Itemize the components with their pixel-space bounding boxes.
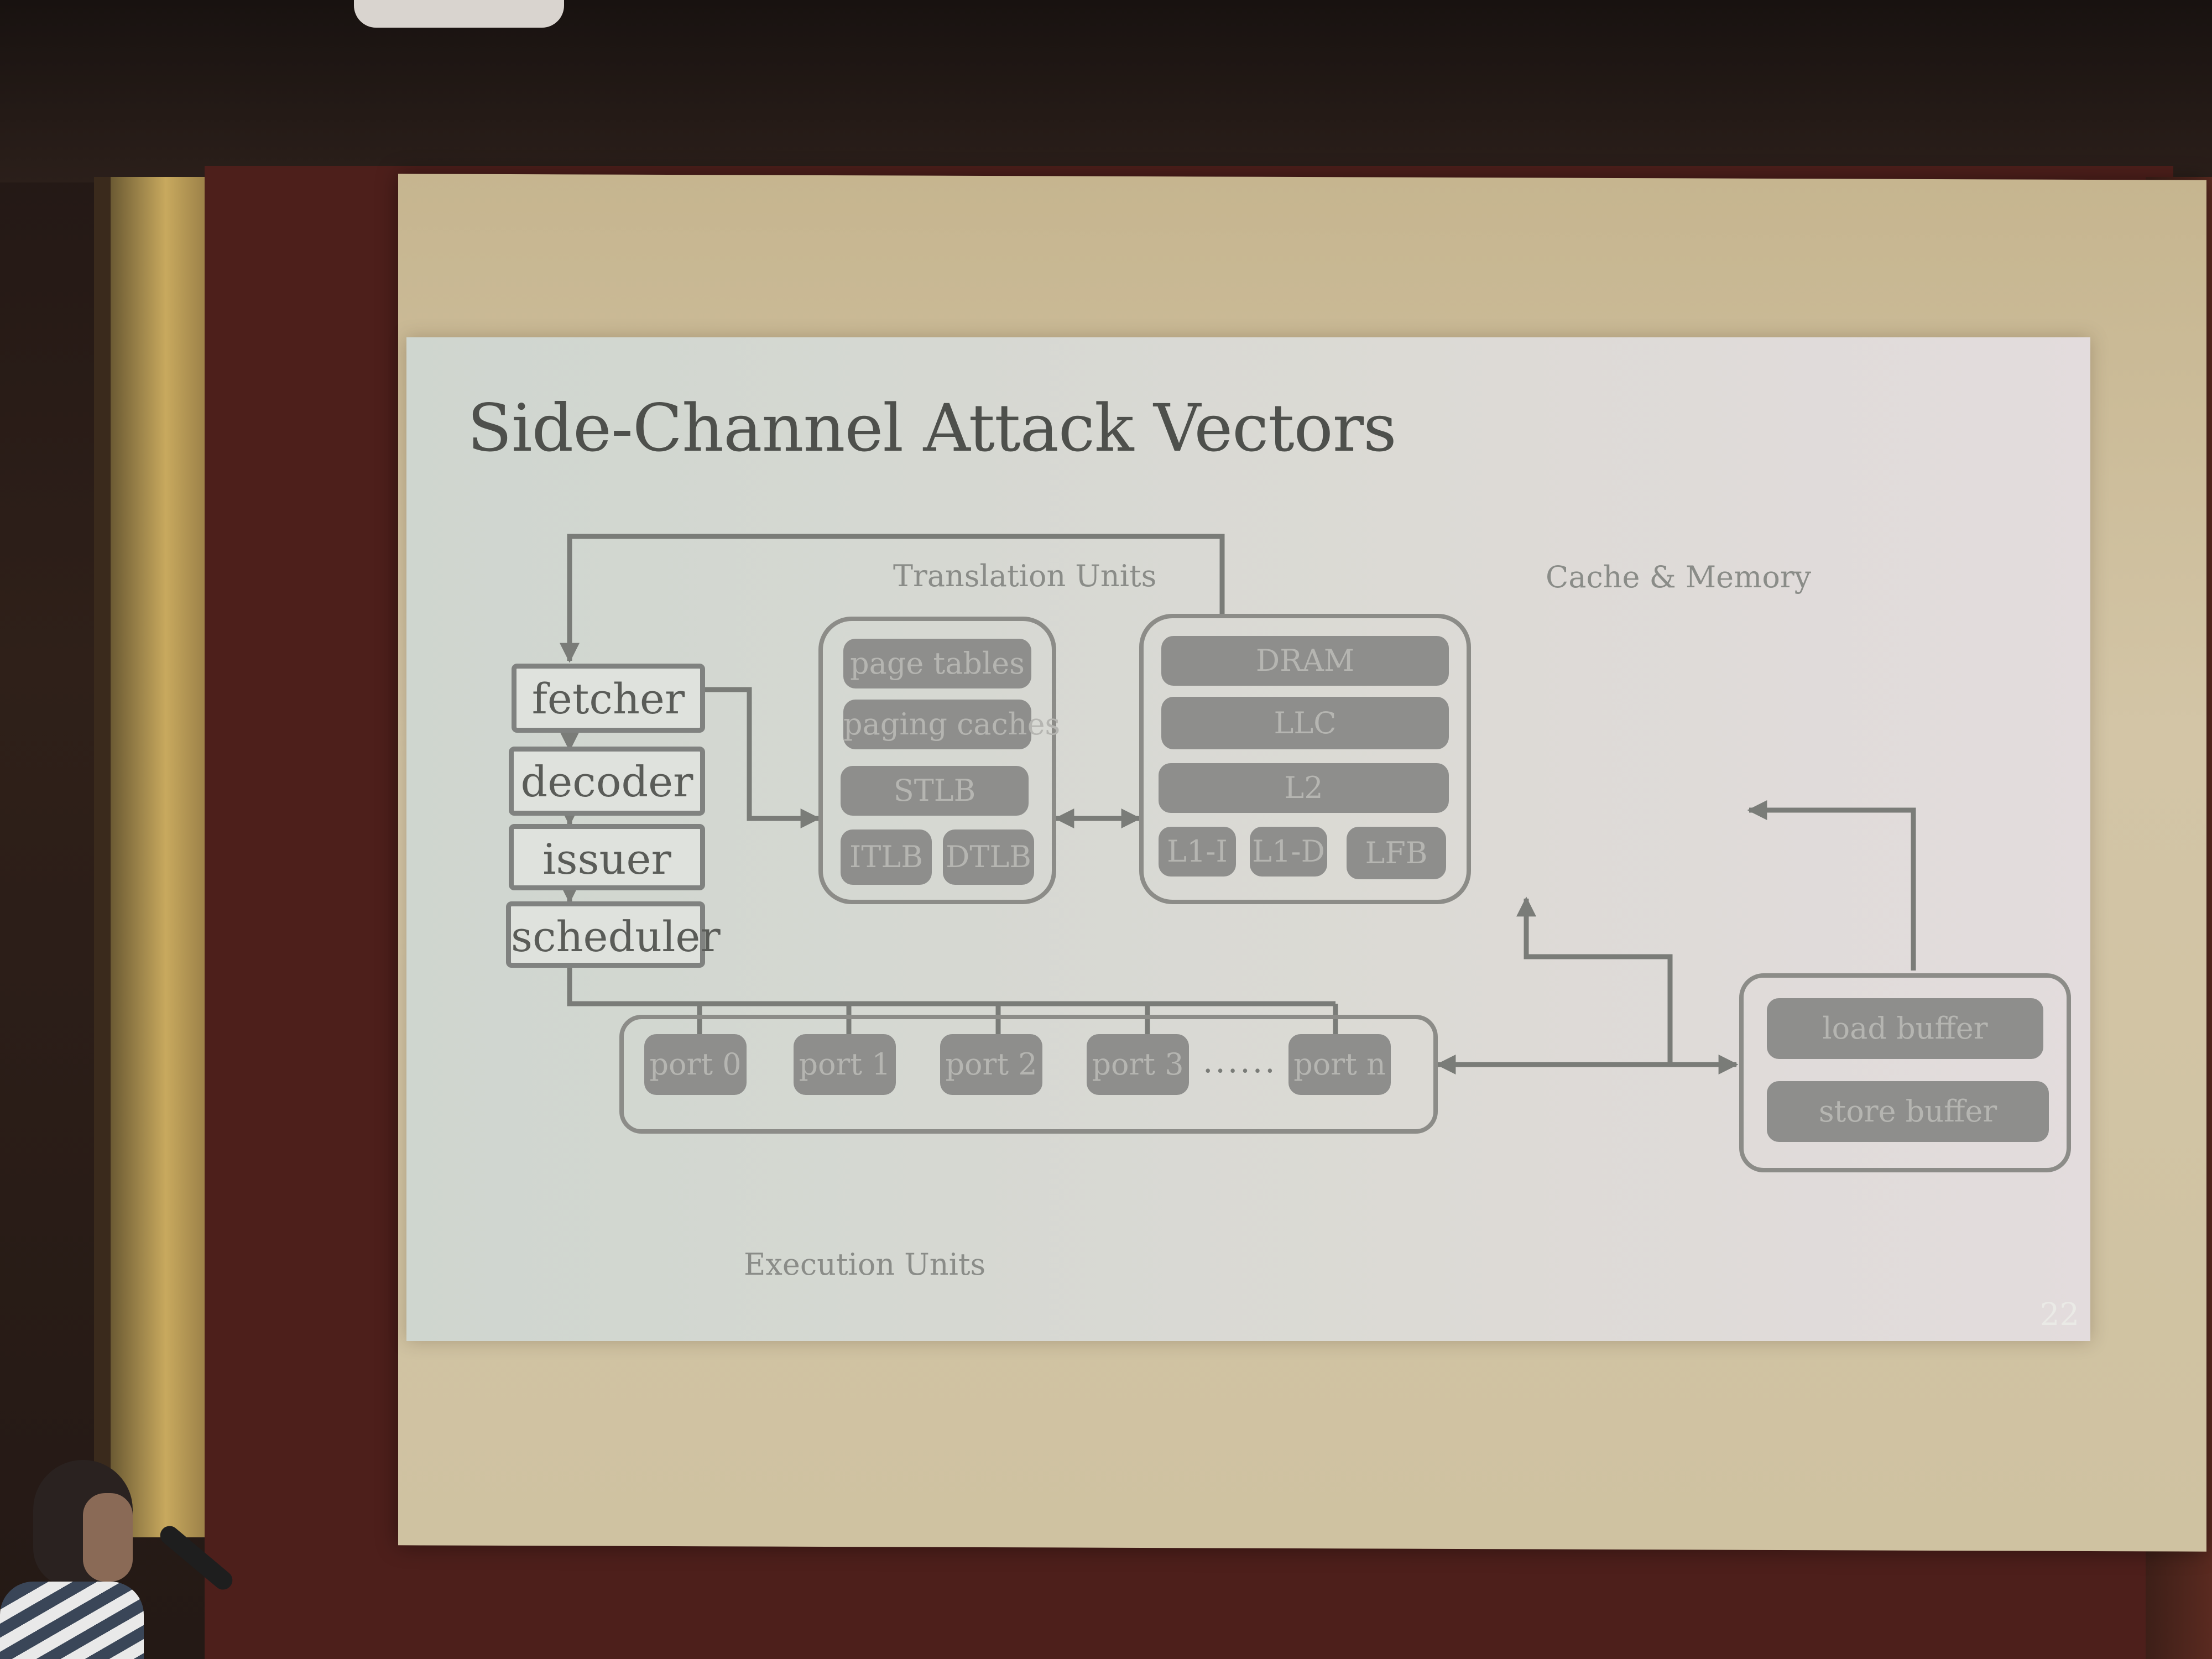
- cache-memory-group: [1139, 614, 1471, 904]
- itlb-unit: ITLB: [841, 830, 932, 885]
- speaker-shirt: [0, 1582, 144, 1659]
- translation-units-group: [818, 617, 1056, 904]
- scheduler-bus-line: [567, 951, 1335, 1006]
- port-1-unit: port 1: [794, 1034, 896, 1095]
- l1d-unit: L1-D: [1250, 827, 1327, 877]
- load-buffer-unit: load buffer: [1767, 998, 2043, 1059]
- port-2-unit: port 2: [940, 1034, 1042, 1095]
- scheduler-box: scheduler: [506, 901, 721, 968]
- translation-units-label: Translation Units: [893, 559, 1157, 593]
- port-0-unit: port 0: [644, 1034, 747, 1095]
- fetcher-box: fetcher: [512, 664, 705, 733]
- fetcher-to-translation-line: [701, 687, 821, 828]
- bus-to-cache-line: [1516, 896, 1673, 1065]
- port-3-unit: port 3: [1087, 1034, 1189, 1095]
- speaker-face: [83, 1493, 133, 1582]
- l1i-unit: L1-I: [1159, 827, 1236, 877]
- llc-unit: LLC: [1161, 697, 1449, 749]
- issuer-box: issuer: [509, 824, 705, 890]
- l2-unit: L2: [1159, 763, 1449, 813]
- port-n-unit: port n: [1288, 1034, 1391, 1095]
- ports-ellipsis: ......: [1203, 1042, 1277, 1080]
- execution-units-label: Execution Units: [744, 1247, 986, 1282]
- store-buffer-unit: store buffer: [1767, 1081, 2049, 1142]
- stlb-unit: STLB: [841, 766, 1029, 816]
- slide-number: 22: [2039, 1297, 2079, 1333]
- left-curtain: [94, 177, 221, 1537]
- slide: Side-Channel Attack Vectors: [406, 337, 2090, 1341]
- projector: [354, 0, 564, 28]
- dram-unit: DRAM: [1161, 636, 1449, 686]
- buffer-to-cache-line: [1747, 800, 1916, 971]
- lfb-unit: LFB: [1347, 827, 1446, 879]
- buffers-group: [1739, 973, 2071, 1172]
- loop-line: [560, 534, 1225, 663]
- decoder-box: decoder: [509, 747, 705, 816]
- paging-caches-unit: paging caches: [843, 700, 1060, 749]
- ceiling: [0, 0, 2212, 182]
- page-tables-unit: page tables: [843, 639, 1031, 688]
- dtlb-unit: DTLB: [943, 830, 1034, 885]
- execution-units-group: [619, 1015, 1438, 1134]
- slide-title: Side-Channel Attack Vectors: [467, 390, 1397, 466]
- cache-memory-label: Cache & Memory: [1546, 560, 1812, 594]
